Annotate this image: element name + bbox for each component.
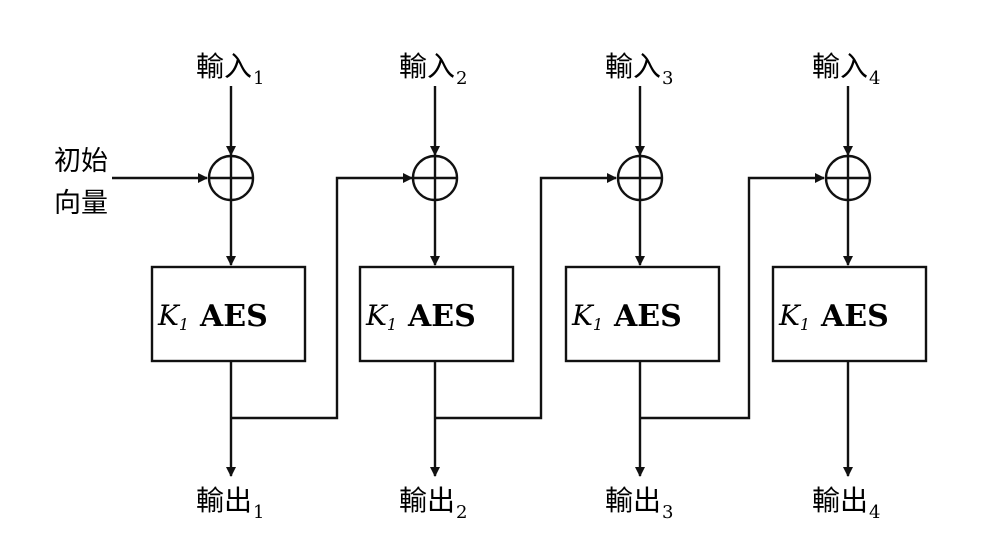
cipher-label-1: AES	[199, 299, 268, 334]
output-label-3: 輸出3	[605, 484, 673, 523]
input-label-3: 輸入3	[605, 50, 673, 89]
xor-3	[616, 154, 664, 202]
key-label-4: K1	[778, 299, 810, 334]
xor-2	[411, 154, 459, 202]
chain-arrow-1-to-2	[231, 173, 413, 420]
key-label-1: K1	[157, 299, 189, 334]
aes-block-2	[358, 265, 515, 363]
input-label-4: 輸入4	[812, 50, 880, 89]
key-label-3: K1	[571, 299, 603, 334]
xor-4	[824, 154, 872, 202]
input-label-1: 輸入1	[196, 50, 264, 89]
aes-block-4	[771, 265, 928, 363]
stage-3: 輸入3 K1 AES 輸出3	[564, 50, 721, 523]
output-label-2: 輸出2	[399, 484, 467, 523]
stage-4: 輸入4 K1 AES 輸出4	[771, 50, 928, 523]
chain-arrow-2-to-3	[435, 173, 617, 420]
chain-arrow-3-to-4	[640, 173, 825, 420]
key-label-2: K1	[365, 299, 397, 334]
stage-2: 輸入2 K1 AES 輸出2	[358, 50, 515, 523]
aes-block-3	[564, 265, 721, 363]
output-label-4: 輸出4	[812, 484, 880, 523]
xor-1	[207, 154, 255, 202]
stage-1: 輸入1 K1 AES 輸出1	[150, 50, 307, 523]
cipher-label-3: AES	[613, 299, 682, 334]
aes-block-1	[150, 265, 307, 363]
initial-vector-label-line2: 向量	[54, 188, 108, 219]
cipher-label-2: AES	[407, 299, 476, 334]
input-label-2: 輸入2	[399, 50, 467, 89]
output-label-1: 輸出1	[196, 484, 264, 523]
initial-vector-label-line1: 初始	[54, 146, 108, 177]
cipher-label-4: AES	[820, 299, 889, 334]
